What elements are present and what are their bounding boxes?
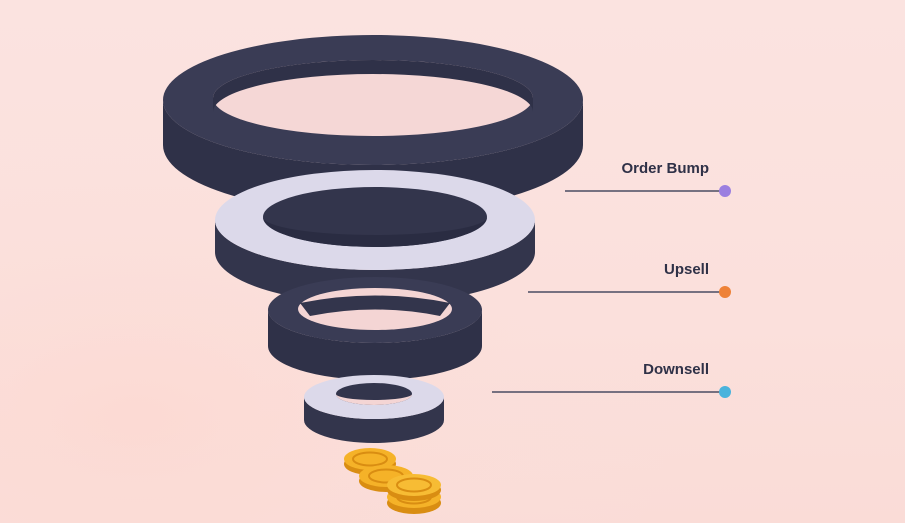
downsell-label: Downsell [643,361,709,378]
funnel-ring-third [268,277,482,380]
funnel-ring-bottom [304,375,444,443]
order-bump-label: Order Bump [621,160,709,177]
downsell-dot [719,386,731,398]
order-bump-dot [719,185,731,197]
upsell-dot [719,286,731,298]
coin-stack [344,448,441,514]
funnel-ring-second [215,170,535,304]
upsell-label: Upsell [663,261,709,278]
coin [387,474,441,501]
